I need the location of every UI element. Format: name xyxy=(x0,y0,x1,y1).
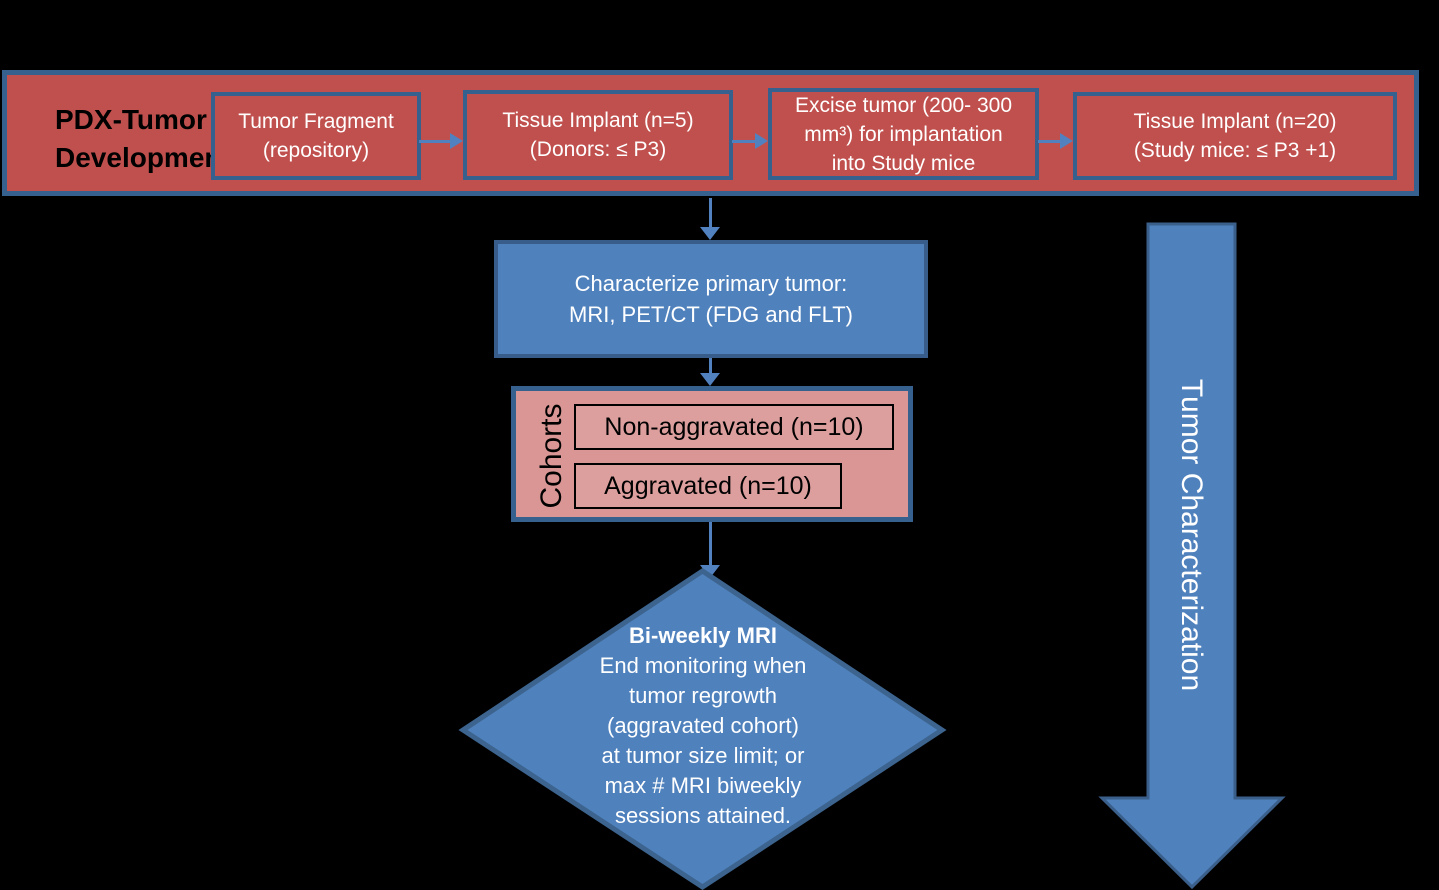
step-arrow-3 xyxy=(1038,133,1073,149)
arrow-shaft xyxy=(1038,139,1061,143)
decision-line: (aggravated cohort) xyxy=(607,713,799,738)
step-box-excise-tumor: Excise tumor (200- 300 mm³) for implanta… xyxy=(768,88,1039,180)
step-box-tumor-fragment-text: Tumor Fragment (repository) xyxy=(238,110,394,162)
decision-diamond xyxy=(458,567,947,890)
arrow-shaft xyxy=(732,139,756,143)
cohorts-box: Cohorts Non-aggravated (n=10) Aggravated… xyxy=(511,386,913,522)
arrow-right-icon xyxy=(755,133,768,149)
arrow-right-icon xyxy=(1060,133,1073,149)
step-box-tissue-implant-donors-text: Tissue Implant (n=5) (Donors: ≤ P3) xyxy=(502,109,694,161)
connector-arrow-1 xyxy=(700,198,720,240)
decision-diamond-shape xyxy=(458,567,947,890)
step-arrow-2 xyxy=(732,133,768,149)
arrow-right-icon xyxy=(450,133,463,149)
cohort-item-non-aggravated: Non-aggravated (n=10) xyxy=(574,404,894,450)
decision-text: Bi-weekly MRI End monitoring when tumor … xyxy=(557,621,849,831)
arrow-shaft xyxy=(708,358,712,374)
arrow-shaft xyxy=(708,522,712,566)
decision-line: max # MRI biweekly xyxy=(604,773,802,798)
step-box-tumor-fragment: Tumor Fragment (repository) xyxy=(211,92,421,180)
pdx-development-banner: PDX-Tumor Development Tumor Fragment (re… xyxy=(2,70,1419,196)
arrow-down-icon xyxy=(700,227,720,240)
step-box-tissue-implant-study: Tissue Implant (n=20) (Study mice: ≤ P3 … xyxy=(1073,92,1397,180)
tumor-characterization-label: Tumor Characterization xyxy=(1175,378,1208,692)
step-box-tissue-implant-donors: Tissue Implant (n=5) (Donors: ≤ P3) xyxy=(463,90,733,180)
cohort-item-non-aggravated-text: Non-aggravated (n=10) xyxy=(604,412,864,441)
decision-line: at tumor size limit; or xyxy=(601,743,805,768)
decision-line: sessions attained. xyxy=(614,803,792,828)
cohort-item-aggravated: Aggravated (n=10) xyxy=(574,463,842,509)
decision-title: Bi-weekly MRI xyxy=(629,623,777,648)
step-box-tissue-implant-study-text: Tissue Implant (n=20) (Study mice: ≤ P3 … xyxy=(1133,110,1337,162)
tumor-characterization-arrow xyxy=(1098,222,1286,890)
arrow-down-icon xyxy=(700,373,720,386)
arrow-shaft xyxy=(708,198,712,228)
decision-line: tumor regrowth xyxy=(629,683,777,708)
characterize-tumor-box: Characterize primary tumor: MRI, PET/CT … xyxy=(494,240,928,358)
step-box-excise-tumor-text: Excise tumor (200- 300 mm³) for implanta… xyxy=(794,93,1013,175)
characterize-tumor-text: Characterize primary tumor: MRI, PET/CT … xyxy=(569,271,853,327)
banner-title: PDX-Tumor Development xyxy=(55,104,231,173)
tumor-characterization-arrow-shape xyxy=(1098,222,1286,890)
arrow-shaft xyxy=(419,139,451,143)
connector-arrow-2 xyxy=(700,358,720,386)
cohort-item-aggravated-text: Aggravated (n=10) xyxy=(604,471,812,500)
cohorts-label: Cohorts xyxy=(535,403,568,509)
step-arrow-1 xyxy=(419,133,463,149)
decision-line: End monitoring when xyxy=(599,653,807,678)
